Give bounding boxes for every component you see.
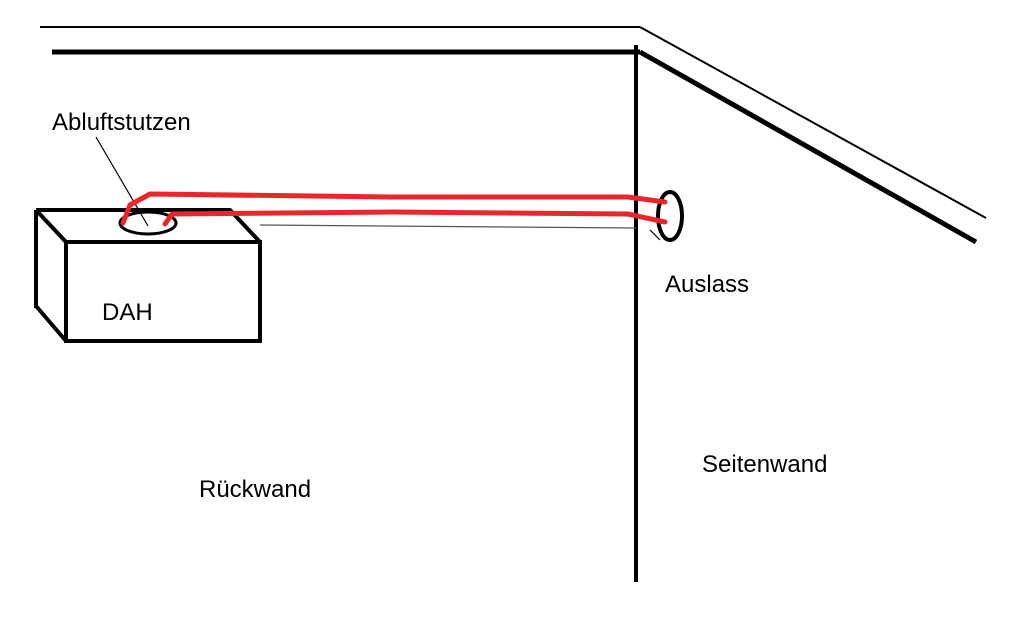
duct-shadow-line: [259, 224, 637, 229]
exhaust-duct-lower-edge: [162, 209, 668, 227]
sloped-outer-line: [639, 26, 987, 219]
dah-box: [34, 208, 262, 343]
outlet-label: Auslass: [665, 271, 749, 298]
sloped-inner-line: [638, 49, 978, 245]
sloped-ceiling-lines: [638, 26, 987, 245]
ceiling-lines: [40, 26, 640, 55]
exhaust-stub-leader-line: [95, 136, 149, 227]
outlet-leader-line: [649, 229, 661, 241]
dah-box-bottom-left-edge: [34, 304, 68, 343]
dah-box-front: [64, 240, 262, 343]
exhaust-duct: [120, 191, 668, 227]
exhaust-stub-label: Abluftstutzen: [52, 109, 191, 136]
side-wall-label: Seitenwand: [702, 451, 827, 478]
device-label: DAH: [102, 299, 153, 326]
back-wall-label: Rückwand: [199, 476, 311, 503]
exhaust-duct-upper-edge: [120, 191, 668, 226]
dah-box-top-left-edge: [34, 208, 68, 244]
dah-box-top: [36, 208, 262, 244]
exhaust-stub-opening: [118, 210, 178, 236]
